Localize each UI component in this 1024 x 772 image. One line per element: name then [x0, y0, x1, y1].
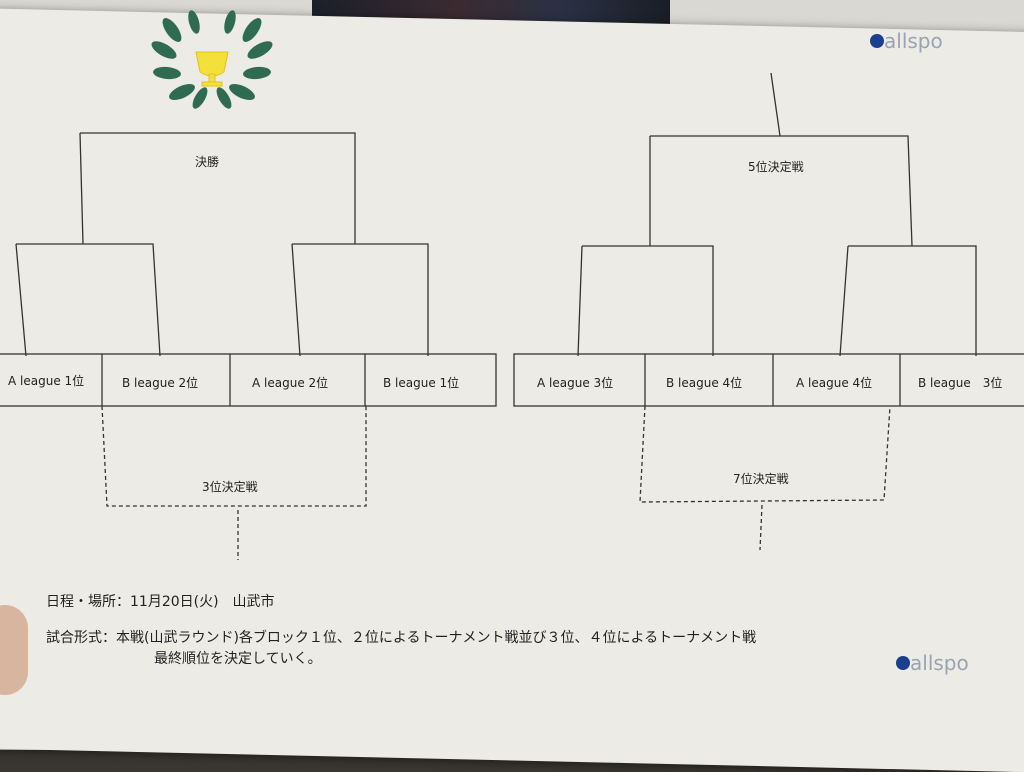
allspo-logo: allspo	[870, 29, 943, 53]
team-slot-b3: B league 3位	[918, 375, 1002, 390]
team-slot-a3: A league 3位	[537, 375, 613, 390]
team-slot-b2: B league 2位	[122, 375, 198, 390]
team-slot-a1: A league 1位	[8, 373, 84, 388]
schedule-line: 日程・場所：11月20日(火) 山武市	[46, 594, 275, 610]
team-slot-b4: B league 4位	[666, 375, 742, 390]
finger	[0, 605, 28, 695]
fifth-place-label: 5位決定戦	[748, 159, 804, 174]
final-label: 決勝	[195, 154, 219, 169]
allspo-logo-bottom: allspo	[896, 651, 969, 675]
team-slot-b1: B league 1位	[383, 375, 459, 390]
format-line-1: 試合形式：本戦(山武ラウンド)各ブロック１位、２位によるトーナメント戦並び３位、…	[46, 630, 757, 646]
svg-text:allspo: allspo	[884, 29, 943, 53]
laurel-trophy-icon	[151, 10, 273, 109]
format-line-2: 最終順位を決定していく。	[154, 651, 322, 667]
svg-text:allspo: allspo	[910, 651, 969, 675]
third-place-label: 3位決定戦	[202, 479, 258, 494]
team-slot-a4: A league 4位	[796, 375, 872, 390]
team-slot-a2: A league 2位	[252, 375, 328, 390]
seventh-place-label: 7位決定戦	[733, 471, 789, 486]
